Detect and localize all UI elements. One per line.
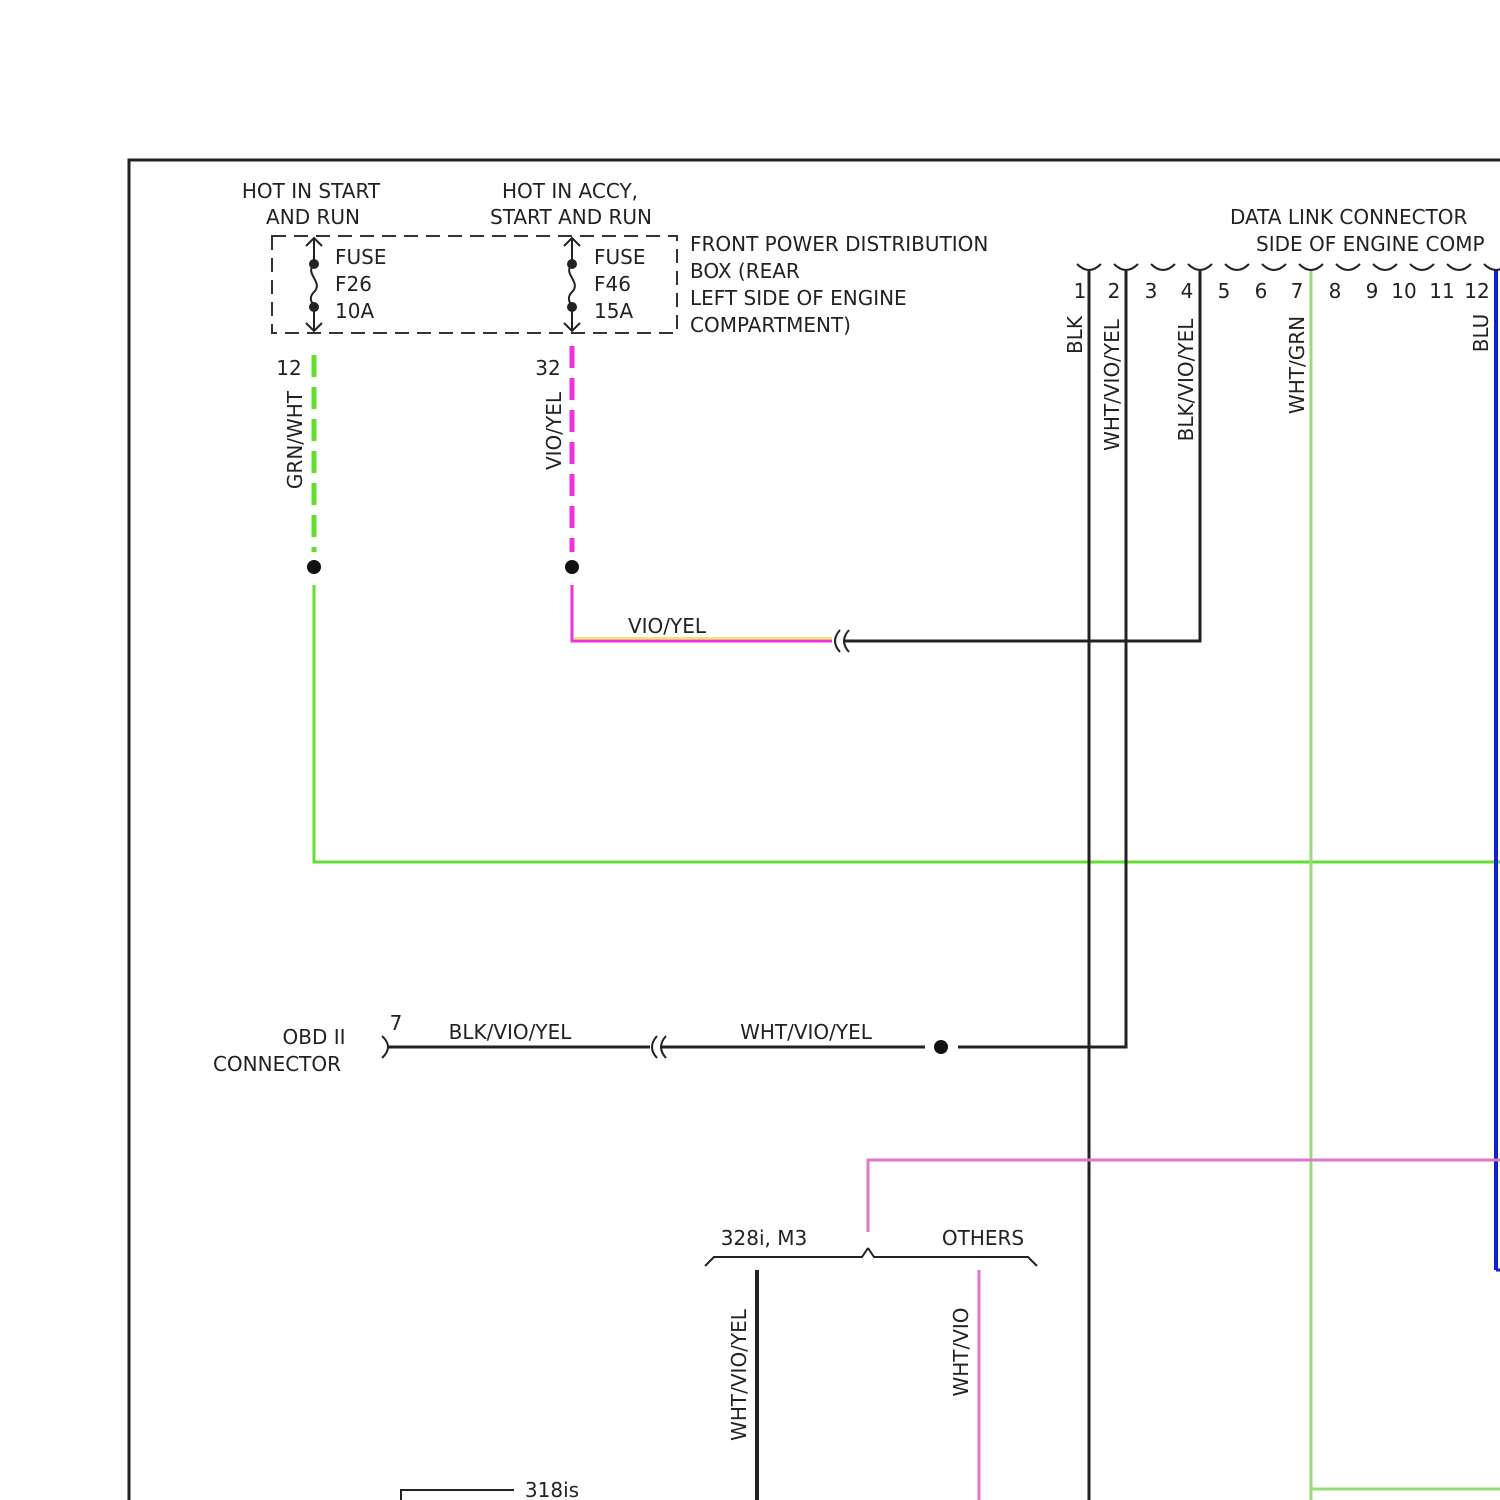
wire-label-blk-vio-yel-obd: BLK/VIO/YEL	[449, 1020, 573, 1044]
label-dlc-2: SIDE OF ENGINE COMP	[1256, 232, 1485, 256]
splice-obd	[934, 1040, 948, 1054]
label-fpd-3: LEFT SIDE OF ENGINE	[690, 286, 907, 310]
fuse-f46-symbol	[564, 238, 580, 331]
fuse-f26-symbol	[306, 238, 322, 331]
label-fpd-1: FRONT POWER DISTRIBUTION	[690, 232, 988, 256]
label-obd-1: OBD II	[282, 1025, 345, 1049]
dlc-pin-10: 10	[1391, 279, 1416, 303]
fuse-f26-node-bottom	[309, 302, 319, 312]
dlc-pin-11: 11	[1429, 279, 1454, 303]
wire-label-wht-vio-yel-dlc: WHT/VIO/YEL	[1100, 318, 1124, 451]
wire-label-blk-vio-yel-dlc: BLK/VIO/YEL	[1174, 318, 1198, 442]
obd-pin-7: 7	[390, 1011, 403, 1035]
label-hot-start-run-2: AND RUN	[266, 205, 360, 229]
variant-brace-right	[868, 1248, 1037, 1266]
dlc-pin-7: 7	[1291, 279, 1304, 303]
dlc-pin-5: 5	[1218, 279, 1231, 303]
dlc-sockets	[1077, 264, 1500, 270]
wire-label-wht-vio-bottom: WHT/VIO	[949, 1307, 973, 1396]
wire-label-blu: BLU	[1469, 314, 1493, 353]
dlc-pin-6: 6	[1255, 279, 1268, 303]
label-obd-2: CONNECTOR	[213, 1052, 341, 1076]
splice-grn-wht	[307, 560, 321, 574]
label-hot-accy-2: START AND RUN	[490, 205, 652, 229]
dlc-pin-1: 1	[1074, 279, 1087, 303]
wire-label-vio-yel-vertical: VIO/YEL	[542, 391, 566, 470]
dlc-pin-12: 12	[1464, 279, 1489, 303]
wire-blk-vio-yel-to-dlc4	[845, 270, 1200, 641]
label-fuse-1-id: F26	[335, 272, 372, 296]
wire-label-wht-grn: WHT/GRN	[1285, 316, 1309, 414]
label-dlc-1: DATA LINK CONNECTOR	[1230, 205, 1468, 229]
label-fpd-4: COMPARTMENT)	[690, 313, 851, 337]
variant-label-318is: 318is	[525, 1478, 579, 1500]
dlc-pin-3: 3	[1145, 279, 1158, 303]
wire-label-grn-wht: GRN/WHT	[283, 390, 307, 489]
dlc-pin-2: 2	[1108, 279, 1121, 303]
variant-brace-left	[705, 1248, 868, 1266]
wire-label-wht-vio-yel-obd: WHT/VIO/YEL	[740, 1020, 873, 1044]
variant-label-328i-m3: 328i, M3	[721, 1226, 807, 1250]
label-fuse-2-word: FUSE	[594, 245, 645, 269]
dlc-pin-4: 4	[1181, 279, 1194, 303]
label-fpd-2: BOX (REAR	[690, 259, 800, 283]
variant-bracket-318is	[401, 1490, 514, 1500]
label-hot-accy-1: HOT IN ACCY,	[502, 179, 638, 203]
wire-label-blk: BLK	[1063, 315, 1087, 354]
obd-connector-symbol	[382, 1036, 388, 1058]
label-fuse-1-word: FUSE	[335, 245, 386, 269]
terminal-12: 12	[276, 356, 301, 380]
wire-label-wht-vio-yel-bottom: WHT/VIO/YEL	[727, 1308, 751, 1441]
dlc-pin-8: 8	[1329, 279, 1342, 303]
splice-vio-yel	[565, 560, 579, 574]
wire-magenta-branch	[868, 1160, 1500, 1232]
dlc-pin-9: 9	[1366, 279, 1379, 303]
label-fuse-2-amp: 15A	[594, 299, 633, 323]
label-hot-start-run-1: HOT IN START	[242, 179, 381, 203]
label-fuse-1-amp: 10A	[335, 299, 374, 323]
fuse-f46-node-top	[567, 259, 577, 269]
label-fuse-2-id: F46	[594, 272, 631, 296]
fuse-f26-node-top	[309, 259, 319, 269]
fuse-f46-node-bottom	[567, 302, 577, 312]
terminal-32: 32	[535, 356, 560, 380]
wire-grn-wht-run	[314, 585, 1500, 862]
variant-label-others: OTHERS	[942, 1226, 1024, 1250]
wire-label-vio-yel-horizontal: VIO/YEL	[628, 614, 707, 638]
